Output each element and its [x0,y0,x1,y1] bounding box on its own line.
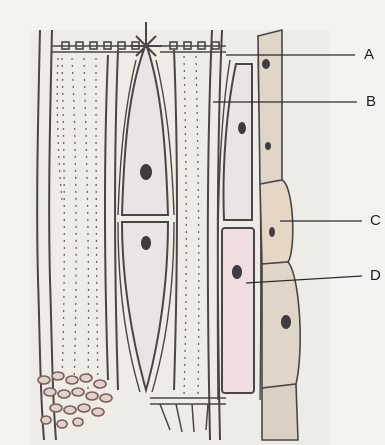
callout-label-b: B [366,94,376,109]
nucleus [141,236,151,250]
nucleus [269,227,275,237]
nucleus [265,142,271,150]
nucleus [140,164,152,180]
callout-label-d: D [370,268,381,283]
callout-label-a: A [364,47,374,62]
nucleus [232,265,242,279]
nucleus [238,122,246,134]
nucleus [281,315,291,329]
nucleus [262,59,270,69]
callout-label-c: C [370,213,381,228]
